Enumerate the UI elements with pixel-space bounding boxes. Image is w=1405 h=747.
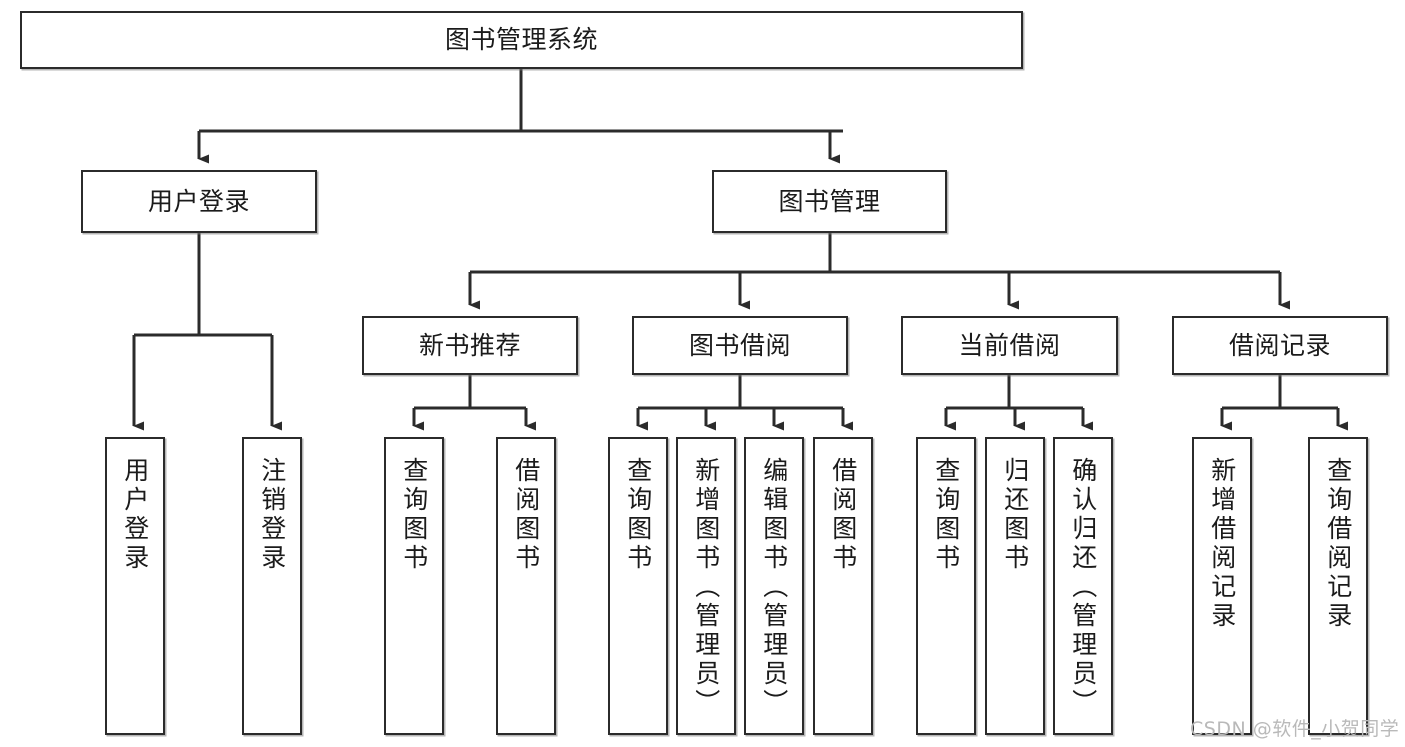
node-label: 用户登录: [120, 457, 150, 573]
node-label: 编辑图书（管理员）: [759, 457, 789, 718]
leaf-current-query-book[interactable]: 查询图书: [916, 437, 976, 735]
node-label: 查询借阅记录: [1323, 457, 1353, 631]
node-label: 借阅图书: [511, 457, 541, 573]
node-label: 归还图书: [1000, 457, 1030, 573]
node-label: 确认归还（管理员）: [1068, 457, 1098, 718]
node-label: 用户登录: [147, 186, 250, 216]
leaf-borrow-edit-book-admin[interactable]: 编辑图书（管理员）: [744, 437, 804, 735]
node-label: 查询图书: [931, 457, 961, 573]
node-borrow-record[interactable]: 借阅记录: [1172, 316, 1388, 375]
leaf-borrow-borrow-book[interactable]: 借阅图书: [813, 437, 873, 735]
node-label: 新书推荐: [418, 330, 521, 360]
node-label: 图书借阅: [688, 330, 791, 360]
node-label: 借阅记录: [1228, 330, 1331, 360]
leaf-borrow-add-book-admin[interactable]: 新增图书（管理员）: [676, 437, 736, 735]
node-new-book-recommend[interactable]: 新书推荐: [362, 316, 578, 375]
leaf-record-query-record[interactable]: 查询借阅记录: [1308, 437, 1368, 735]
node-label: 注销登录: [257, 457, 287, 573]
leaf-user-login-login[interactable]: 用户登录: [105, 437, 165, 735]
node-label: 借阅图书: [828, 457, 858, 573]
node-label: 查询图书: [399, 457, 429, 573]
node-label: 新增图书（管理员）: [691, 457, 721, 718]
leaf-record-add-record[interactable]: 新增借阅记录: [1192, 437, 1252, 735]
leaf-new-book-borrow[interactable]: 借阅图书: [496, 437, 556, 735]
leaf-current-confirm-return-admin[interactable]: 确认归还（管理员）: [1053, 437, 1113, 735]
node-label: 查询图书: [623, 457, 653, 573]
node-book-management[interactable]: 图书管理: [712, 170, 947, 233]
node-root-library-system[interactable]: 图书管理系统: [20, 11, 1023, 69]
leaf-new-book-query[interactable]: 查询图书: [384, 437, 444, 735]
leaf-user-login-logout[interactable]: 注销登录: [242, 437, 302, 735]
node-label: 当前借阅: [958, 330, 1061, 360]
leaf-borrow-query-book[interactable]: 查询图书: [608, 437, 668, 735]
node-label: 新增借阅记录: [1207, 457, 1237, 631]
node-label: 图书管理系统: [444, 25, 598, 55]
node-user-login[interactable]: 用户登录: [81, 170, 317, 233]
node-book-borrow[interactable]: 图书借阅: [632, 316, 848, 375]
node-label: 图书管理: [778, 186, 881, 216]
csdn-watermark: CSDN @软件_小贺同学: [1190, 718, 1400, 740]
node-current-borrow[interactable]: 当前借阅: [901, 316, 1118, 375]
leaf-current-return-book[interactable]: 归还图书: [985, 437, 1045, 735]
